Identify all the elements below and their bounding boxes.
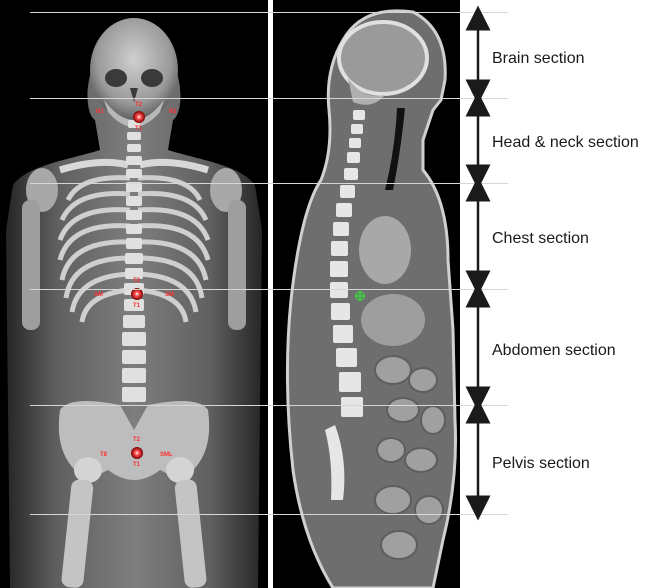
ct-brain (339, 22, 427, 94)
section-divider-brain-neck (30, 98, 508, 99)
chest-marker-bottom: T1 (133, 303, 141, 309)
frontal-xray-image: T2 T1 N1 N2 T2 T1 SM SM T2 T1 T8 SML (0, 0, 268, 588)
ct-liver (361, 294, 425, 346)
section-divider-bottom (30, 514, 508, 515)
brain-section-label: Brain section (492, 50, 585, 68)
right-femoral-head (166, 457, 194, 483)
abdomen-section-label: Abdomen section (492, 342, 616, 360)
left-femoral-head (74, 457, 102, 483)
chest-marker-top: T2 (133, 278, 141, 284)
chest-marker-right: SM (165, 292, 174, 298)
chest-section-label: Chest section (492, 230, 589, 248)
sagittal-ct-panel (273, 0, 460, 588)
section-arrows (464, 0, 492, 588)
head-neck-section-label: Head & neck section (492, 134, 639, 152)
right-humerus (228, 200, 246, 330)
left-humerus (22, 200, 40, 330)
section-divider-neck-chest (30, 183, 508, 184)
neck-marker-top: T2 (135, 102, 143, 108)
ct-heart (359, 216, 411, 284)
pelvis-marker-bottom: T1 (133, 462, 141, 468)
pelvis-marker-left: T8 (100, 452, 108, 458)
pelvis-marker-right: SML (160, 452, 173, 458)
pelvis-marker-top: T2 (133, 437, 141, 443)
frontal-xray-panel: T2 T1 N1 N2 T2 T1 SM SM T2 T1 T8 SML (0, 0, 268, 588)
section-divider-abdomen-pelvis (30, 405, 508, 406)
sagittal-ct-image (273, 0, 460, 588)
neck-marker-left: N1 (96, 109, 104, 115)
chest-marker-left: SM (94, 292, 103, 298)
neck-marker-bottom: T1 (135, 126, 143, 132)
neck-marker-right: N2 (169, 109, 177, 115)
section-divider-top (30, 12, 508, 13)
left-eye-orbit (105, 69, 127, 87)
pelvis-section-label: Pelvis section (492, 455, 590, 473)
right-eye-orbit (141, 69, 163, 87)
skull (90, 18, 178, 122)
section-divider-chest-abdomen (30, 289, 508, 290)
